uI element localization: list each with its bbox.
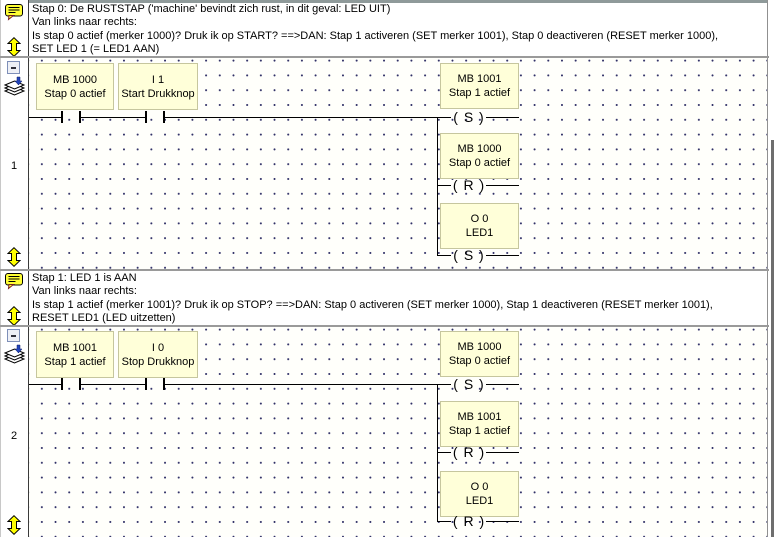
coil-symbol[interactable]: ( S ) [453,247,485,263]
wire [486,117,519,118]
wire [165,117,451,118]
comment-icon[interactable] [4,3,25,26]
coil-symbol[interactable]: ( R ) [452,177,486,193]
wire [81,117,145,118]
operand-address: MB 1001 [457,73,502,85]
move-network-icon[interactable] [6,37,22,62]
wire [486,255,519,256]
comment-line: Van links naar rechts: [32,285,137,298]
comment-line: Stap 1: LED 1 is AAN [32,272,137,284]
contact-terminal [79,111,81,123]
contact-terminal [163,111,165,123]
comment-separator [0,56,769,58]
collapse-network-icon[interactable] [7,329,20,342]
layers-icon[interactable] [3,76,26,104]
move-network-icon[interactable] [6,306,22,331]
operand-label: Stop Drukknop [121,355,195,368]
contact-block[interactable]: MB 1000 Stap 0 actief [36,63,114,110]
coil-block[interactable]: MB 1000 Stap 0 actief [440,331,519,377]
contact-block[interactable]: MB 1001 Stap 1 actief [36,331,114,378]
comment-line: RESET LED1 (LED uitzetten) [32,312,176,325]
wire [486,185,519,186]
comment-line: Is stap 1 actief (merker 1001)? Druk ik … [32,298,713,311]
coil-block[interactable]: O 0 LED1 [440,203,519,249]
coil-block[interactable]: MB 1001 Stap 1 actief [440,63,519,109]
operand-address: I 1 [151,73,165,86]
scrollbar-edge[interactable] [771,140,774,537]
contact-terminal [79,378,81,390]
operand-label: Stap 0 actief [44,87,106,100]
comment-separator [0,325,769,327]
comment-line: Van links naar rechts: [32,16,137,29]
canvas-left-border [28,0,29,537]
coil-block[interactable]: MB 1001 Stap 1 actief [440,401,519,447]
comment-line: Is stap 0 actief (merker 1000)? Druk ik … [32,29,719,42]
operand-label: Stap 1 actief [44,355,106,368]
branch-wire [437,384,438,522]
operand-address: I 0 [151,341,165,354]
operand-address: MB 1000 [52,73,98,86]
coil-block[interactable]: O 0 LED1 [440,471,519,517]
wire [29,384,62,385]
contact-block[interactable]: I 1 Start Drukknop [118,63,198,110]
contact-terminal [145,378,147,390]
minus-glyph [11,66,16,69]
operand-label: Stap 0 actief [448,157,511,169]
operand-address: MB 1001 [457,411,502,423]
contact-terminal [163,378,165,390]
move-network-icon[interactable] [6,515,22,537]
network-separator [0,269,769,271]
comment-line: Stap 0: De RUSTSTAP ('machine' bevindt z… [32,3,391,15]
operand-label: LED1 [465,495,494,507]
wire [437,255,451,256]
minus-glyph [11,334,16,337]
contact-block[interactable]: I 0 Stop Drukknop [118,331,198,378]
operand-address: MB 1001 [52,341,98,354]
operand-label: LED1 [465,227,494,239]
layers-icon[interactable] [3,344,26,372]
network-comment[interactable]: Stap 0: De RUSTSTAP ('machine' bevindt z… [29,3,767,56]
wire [437,521,451,522]
operand-address: O 0 [470,213,489,225]
wire [29,117,62,118]
network-number: 2 [10,430,18,442]
operand-label: Start Drukknop [121,87,195,100]
network-number: 1 [10,160,18,172]
wire [486,452,519,453]
network-ladder-area [29,58,767,269]
branch-wire [437,117,438,256]
coil-symbol[interactable]: ( R ) [452,444,486,460]
operand-label: Stap 0 actief [448,355,511,367]
comment-icon[interactable] [4,272,25,295]
coil-symbol[interactable]: ( S ) [453,109,485,125]
coil-symbol[interactable]: ( S ) [453,376,485,392]
operand-address: MB 1000 [457,341,502,353]
wire [486,384,519,385]
coil-block[interactable]: MB 1000 Stap 0 actief [440,133,519,179]
wire [437,185,451,186]
wire [486,521,519,522]
operand-label: Stap 1 actief [448,87,511,99]
operand-label: Stap 1 actief [448,425,511,437]
contact-terminal [61,378,63,390]
network-comment[interactable]: Stap 1: LED 1 is AAN Van links naar rech… [29,272,767,325]
canvas-right-border [767,0,768,537]
comment-line: SET LED 1 (= LED1 AAN) [32,43,160,56]
contact-terminal [61,111,63,123]
wire [81,384,145,385]
wire [165,384,451,385]
coil-symbol[interactable]: ( R ) [452,513,486,529]
operand-address: O 0 [470,481,489,493]
operand-address: MB 1000 [457,143,502,155]
contact-terminal [145,111,147,123]
move-network-icon[interactable] [6,247,22,272]
wire [437,452,451,453]
collapse-network-icon[interactable] [7,61,20,74]
